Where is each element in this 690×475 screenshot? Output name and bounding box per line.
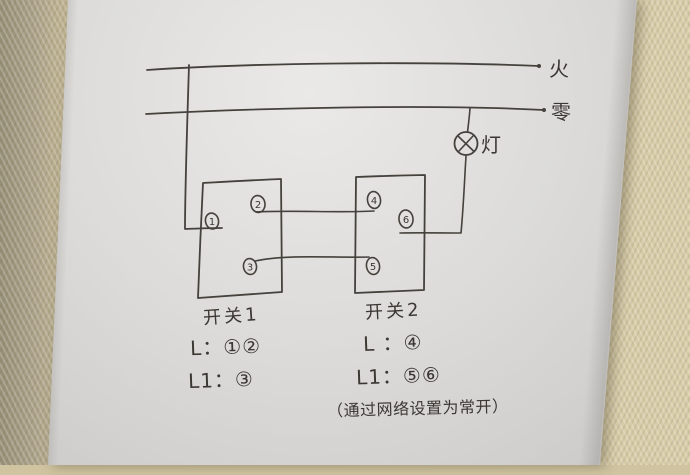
lamp-label: 灯 <box>481 133 501 157</box>
terminal-6-number: 6 <box>403 215 409 226</box>
switch1-L-terminals: L：①② <box>189 333 262 361</box>
terminal-5-number: 5 <box>370 262 376 273</box>
terminal-1-number: 1 <box>209 217 215 228</box>
terminal-2-number: 2 <box>255 200 261 211</box>
lamp-feed-wire <box>399 155 467 234</box>
traveller-wire-bottom <box>254 255 370 262</box>
terminal-1 <box>204 212 220 230</box>
live-drop-wire <box>184 64 223 230</box>
paper-sheet <box>48 0 637 465</box>
switch1-L1-terminals: L1：③ <box>187 366 255 394</box>
lamp-icon <box>453 131 479 156</box>
switch2-box <box>354 174 426 294</box>
live-wire-label: 火 <box>549 57 569 81</box>
neutral-wire-line <box>145 106 545 115</box>
neutral-wire-end-dot <box>542 108 546 112</box>
switch2-title: 开关2 <box>364 299 423 324</box>
switch1-box <box>197 178 283 299</box>
live-wire-end-dot <box>537 64 541 68</box>
switch2-L1-terminals: L1：⑤⑥ <box>355 362 442 390</box>
live-wire-line <box>146 62 540 71</box>
terminal-6 <box>398 209 414 229</box>
terminal-4-number: 4 <box>371 196 377 207</box>
switch2-L-terminals: L ：④ <box>362 329 423 357</box>
neutral-wire-label: 零 <box>551 100 571 124</box>
terminal-3 <box>242 257 258 276</box>
wiring-diagram: 1 2 3 4 5 6 火 零 灯 <box>145 57 571 299</box>
terminal-5 <box>365 256 381 276</box>
terminal-3-number: 3 <box>247 263 253 274</box>
switch1-title: 开关1 <box>202 304 261 329</box>
network-setting-note: （通过网络设置为常开） <box>326 396 509 421</box>
terminal-4 <box>366 190 382 210</box>
lamp-neutral-stub <box>466 107 471 133</box>
paper-wrap <box>48 0 637 465</box>
traveller-wire-top <box>255 210 375 213</box>
terminal-2 <box>250 194 266 214</box>
